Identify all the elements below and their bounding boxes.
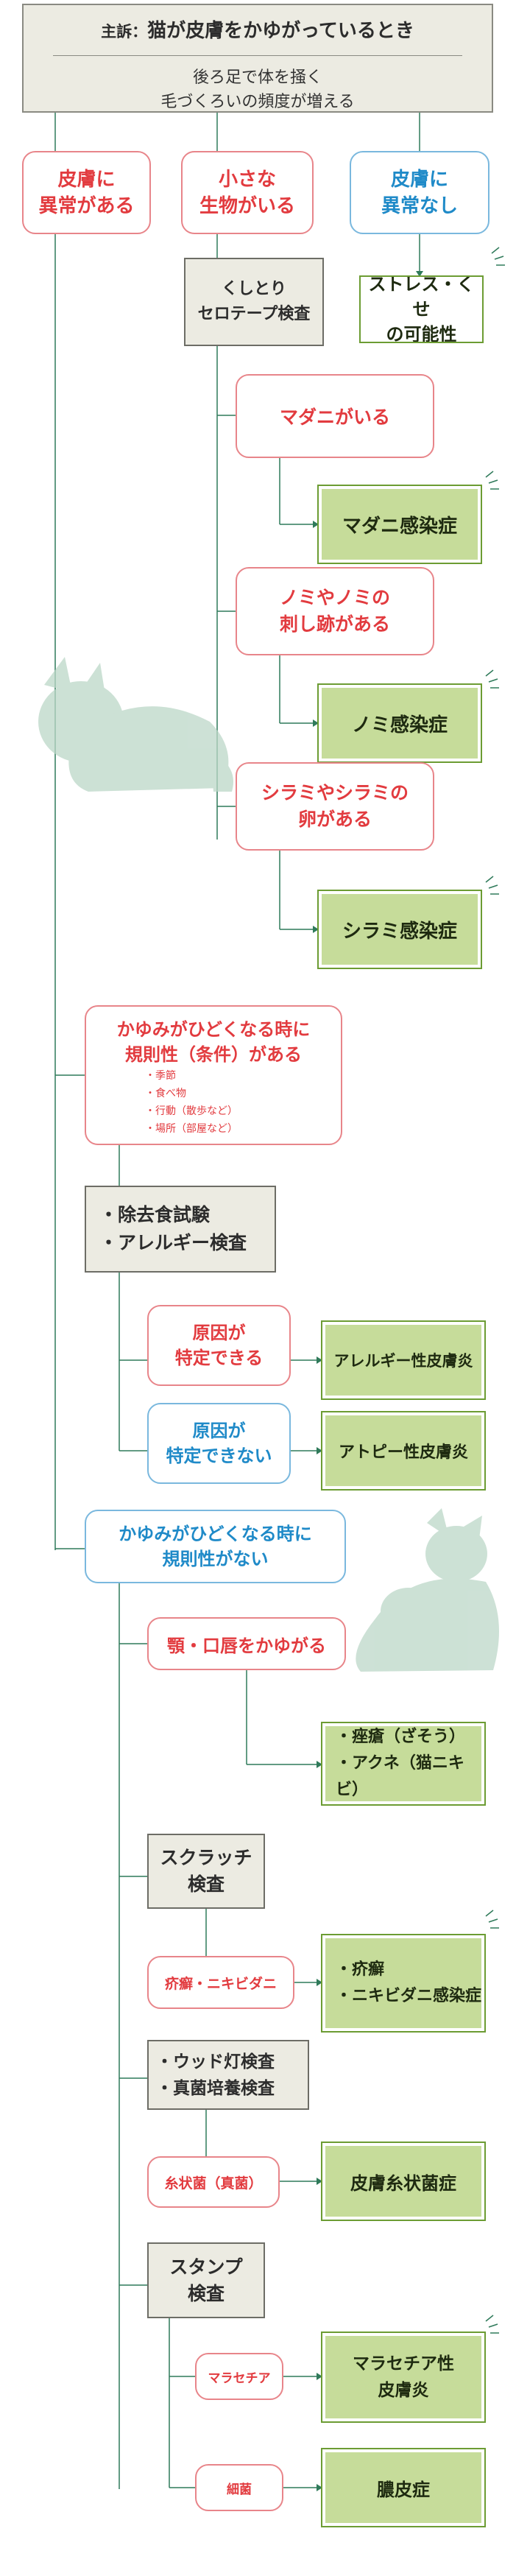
- chief-complaint-title: 主訴：猫が皮膚をかゆがっているとき: [24, 15, 492, 43]
- finding-regular-pattern: かゆみがひどくなる時に 規則性（条件）がある ・季節 ・食べ物 ・行動（散歩など…: [85, 1005, 342, 1145]
- node-small-creatures: 小さな 生物がいる: [181, 151, 314, 234]
- node-skin-abnormal: 皮膚に 異常がある: [22, 151, 151, 234]
- result-pyoderma: 膿皮症: [321, 2448, 486, 2527]
- result-tick-infection: マダニ感染症: [317, 485, 482, 564]
- test-stamp: スタンプ 検査: [147, 2242, 265, 2318]
- result-line: ・ニキビダニ感染症: [336, 1987, 482, 2005]
- finding-line: シラミやシラミの: [261, 782, 409, 803]
- test-wood-lamp-culture: ・ウッド灯検査 ・真菌培養検査: [147, 2040, 309, 2110]
- result-dermatophytosis: 皮膚糸状菌症: [321, 2142, 486, 2221]
- finding-line: 特定できない: [166, 1446, 272, 1466]
- result-line: マダニ感染症: [342, 515, 457, 538]
- result-flea-infection: ノミ感染症: [317, 683, 482, 763]
- finding-line: 細菌: [227, 2482, 252, 2497]
- test-line: ・アレルギー検査: [99, 1232, 247, 1253]
- node-line: 異常なし: [381, 194, 458, 217]
- finding-chin-lip: 顎・口唇をかゆがる: [147, 1617, 346, 1670]
- result-line: シラミ感染症: [342, 920, 457, 943]
- result-line: 膿皮症: [377, 2479, 430, 2500]
- finding-scabies-demodex: 疥癬・ニキビダニ: [147, 1956, 294, 2009]
- test-line: ・ウッド灯検査: [156, 2052, 275, 2072]
- symptom-list: 後ろ足で体を掻く 毛づくろいの頻度が増える: [24, 66, 492, 114]
- node-line: 異常がある: [38, 194, 135, 217]
- finding-ticks: マダニがいる: [236, 374, 434, 458]
- node-line: 小さな: [218, 168, 276, 191]
- finding-line: ノミやノミの: [279, 587, 390, 608]
- chief-complaint-box: 主訴：猫が皮膚をかゆがっているとき 後ろ足で体を掻く 毛づくろいの頻度が増える: [22, 4, 493, 113]
- finding-fungus: 糸状菌（真菌）: [147, 2156, 280, 2208]
- test-comb-tape: くしとり セロテープ検査: [184, 258, 324, 346]
- finding-line: 顎・口唇をかゆがる: [167, 1635, 326, 1656]
- test-line: 検査: [187, 1873, 225, 1895]
- result-line: ストレス・くせ: [368, 274, 475, 320]
- test-line: スタンプ: [169, 2256, 243, 2278]
- finding-line: かゆみがひどくなる時に: [116, 1019, 311, 1040]
- result-line: ・アクネ（猫ニキビ）: [336, 1754, 464, 1799]
- condition-item: ・行動（散歩など）: [145, 1105, 238, 1117]
- finding-cause-identified: 原因が 特定できる: [147, 1305, 291, 1386]
- finding-line: 刺し跡がある: [279, 613, 390, 635]
- result-line: マラセチア性: [353, 2354, 454, 2373]
- chief-complaint-label: 主訴：: [101, 23, 148, 41]
- symptom-grooming: 毛づくろいの頻度が増える: [160, 93, 355, 111]
- finding-line: かゆみがひどくなる時に: [119, 1524, 312, 1544]
- finding-line: 糸状菌（真菌）: [164, 2175, 263, 2192]
- test-line: スクラッチ: [160, 1847, 252, 1868]
- condition-item: ・場所（部屋など）: [145, 1123, 238, 1135]
- test-line: 検査: [187, 2282, 225, 2304]
- node-line: 皮膚に: [390, 168, 448, 191]
- finding-line: 特定できる: [174, 1348, 264, 1368]
- condition-item: ・食べ物: [145, 1088, 186, 1099]
- result-lice-infection: シラミ感染症: [317, 890, 482, 969]
- test-line: くしとり: [221, 280, 286, 298]
- finding-line: マダニがいる: [279, 407, 390, 428]
- finding-line: 原因が: [192, 1323, 246, 1343]
- result-line: アレルギー性皮膚炎: [333, 1352, 473, 1370]
- finding-line: 卵がある: [297, 809, 372, 830]
- condition-item: ・季節: [145, 1070, 176, 1082]
- result-scabies-demodex: ・疥癬 ・ニキビダニ感染症: [321, 1934, 486, 2033]
- result-line: 皮膚炎: [378, 2381, 429, 2400]
- result-acne: ・痤瘡（ざそう） ・アクネ（猫ニキビ）: [321, 1722, 486, 1806]
- result-line: 皮膚糸状菌症: [350, 2172, 456, 2194]
- test-elimination-allergy: ・除去食試験 ・アレルギー検査: [85, 1186, 276, 1273]
- result-line: ノミ感染症: [351, 714, 448, 736]
- cat-illustration-2: [356, 1508, 499, 1672]
- result-malassezia-dermatitis: マラセチア性 皮膚炎: [321, 2332, 486, 2423]
- result-line: アトピー性皮膚炎: [338, 1443, 468, 1462]
- finding-line: 規則性がない: [162, 1549, 269, 1569]
- finding-malassezia: マラセチア: [195, 2353, 283, 2400]
- node-line: 皮膚に: [57, 168, 116, 191]
- test-scratch: スクラッチ 検査: [147, 1834, 265, 1909]
- header-divider: [53, 55, 462, 56]
- finding-no-regular-pattern: かゆみがひどくなる時に 規則性がない: [85, 1510, 346, 1583]
- complaint-text: 猫が皮膚をかゆがっているとき: [147, 20, 414, 42]
- result-allergic-dermatitis: アレルギー性皮膚炎: [321, 1320, 486, 1400]
- result-line: の可能性: [386, 324, 457, 345]
- finding-cause-unidentified: 原因が 特定できない: [147, 1403, 291, 1484]
- result-atopic-dermatitis: アトピー性皮膚炎: [321, 1411, 486, 1491]
- finding-line: 規則性（条件）がある: [125, 1044, 302, 1065]
- finding-fleas: ノミやノミの 刺し跡がある: [236, 567, 434, 655]
- test-line: ・真菌培養検査: [156, 2078, 275, 2098]
- node-line: 生物がいる: [199, 194, 295, 217]
- condition-list: ・季節 ・食べ物 ・行動（散歩など） ・場所（部屋など）: [145, 1067, 238, 1138]
- result-line: ・疥癬: [336, 1960, 385, 1979]
- finding-line: 疥癬・ニキビダニ: [164, 1975, 277, 1992]
- finding-line: マラセチア: [208, 2371, 271, 2386]
- result-line: ・痤瘡（ざそう）: [336, 1728, 466, 1746]
- test-line: ・除去食試験: [99, 1204, 211, 1225]
- cat-illustration-1: [38, 657, 233, 792]
- finding-lice: シラミやシラミの 卵がある: [236, 762, 434, 851]
- finding-line: 原因が: [192, 1421, 246, 1441]
- finding-bacteria: 細菌: [195, 2464, 283, 2511]
- test-line: セロテープ検査: [197, 305, 311, 323]
- node-no-skin-abnormal: 皮膚に 異常なし: [350, 151, 490, 234]
- result-stress-habit: ストレス・くせ の可能性: [359, 274, 484, 345]
- symptom-scratching: 後ろ足で体を掻く: [192, 68, 322, 87]
